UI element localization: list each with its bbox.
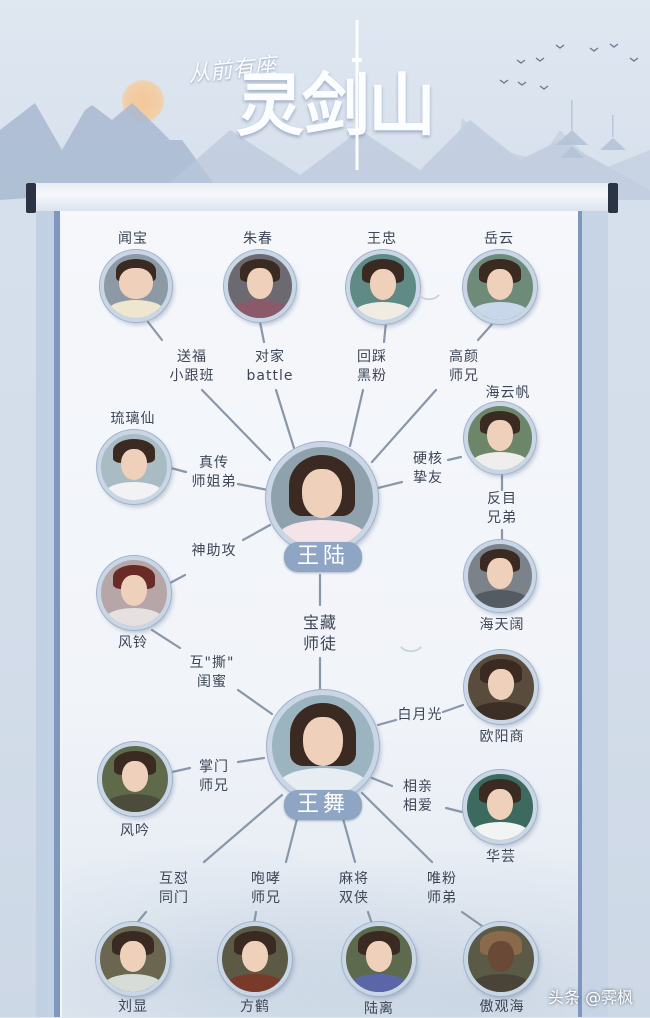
avatar-huayun[interactable]	[463, 770, 537, 844]
name-label: 岳云	[484, 231, 514, 247]
name-label: 刘显	[118, 999, 148, 1015]
name-label: 风铃	[118, 635, 148, 651]
name-label: 琉璃仙	[110, 411, 156, 427]
relation-label: 相亲相爱	[403, 779, 433, 814]
relation-label: 高颜师兄	[449, 349, 479, 384]
watermark: 头条 @霁枫	[548, 988, 634, 1007]
avatar-wenbao[interactable]	[100, 250, 172, 322]
relation-label: 互怼同门	[159, 871, 189, 906]
avatar-luli[interactable]	[342, 922, 416, 996]
name-label: 华芸	[486, 849, 516, 865]
name-label: 方鹤	[240, 999, 270, 1015]
relation-label: 掌门师兄	[199, 759, 229, 794]
avatar-fengling[interactable]	[97, 556, 171, 630]
scroll-rod-cap-left	[26, 183, 36, 213]
name-label: 朱春	[243, 231, 273, 247]
avatar-aoguanhai[interactable]	[464, 922, 538, 996]
relation-label: 互"撕"闺蜜	[189, 655, 235, 690]
avatar-haitiankuo[interactable]	[464, 540, 536, 612]
avatar-fengyin[interactable]	[98, 742, 172, 816]
mountain-scenery	[0, 43, 650, 200]
bird-decoration: ︶	[418, 294, 441, 319]
name-label: 陆离	[364, 1001, 394, 1017]
avatar-zhuchun[interactable]	[224, 250, 296, 322]
name-label: 欧阳商	[479, 729, 525, 745]
relation-label: 回踩黑粉	[357, 349, 387, 384]
avatar-wangwu[interactable]	[267, 690, 379, 802]
avatar-wanglu[interactable]	[266, 442, 378, 554]
name-label: 风吟	[120, 823, 150, 839]
scroll-rod	[26, 183, 618, 211]
name-label: 闻宝	[118, 231, 148, 247]
avatar-haiyunfan[interactable]	[464, 402, 536, 474]
avatar-yueyun[interactable]	[463, 250, 537, 324]
name-label: 海天阔	[479, 617, 525, 633]
name-label: 傲观海	[479, 999, 525, 1015]
avatar-liulixian[interactable]	[97, 430, 171, 504]
relation-label: 真传师姐弟	[191, 455, 237, 490]
relation-label: 唯粉师弟	[427, 871, 457, 906]
avatar-fanghe[interactable]	[218, 922, 292, 996]
sword-icon	[352, 20, 362, 170]
name-label: 王忠	[367, 231, 397, 247]
relation-label: 送福小跟班	[169, 349, 215, 384]
relation-label: 硬核挚友	[413, 451, 443, 486]
relation-label: 反目兄弟	[487, 491, 517, 526]
name-label: 海云帆	[485, 385, 531, 401]
center-name-pill: 王陆	[284, 542, 362, 572]
relation-label: 咆哮师兄	[251, 871, 281, 906]
relation-label: 麻将双侠	[339, 871, 369, 906]
bird-decoration: ︶	[400, 646, 423, 671]
avatar-liuxian[interactable]	[96, 922, 170, 996]
master-apprentice-label: 宝藏师徒	[302, 613, 337, 653]
relation-label: 白月光	[397, 707, 443, 723]
scroll-rod-cap-right	[608, 183, 618, 213]
center-name-pill: 王舞	[284, 790, 362, 820]
avatar-wangzhong[interactable]	[346, 250, 420, 324]
avatar-ouyangshang[interactable]	[464, 650, 538, 724]
title-main: 灵剑山	[236, 66, 436, 146]
relation-label: 神助攻	[191, 543, 237, 559]
